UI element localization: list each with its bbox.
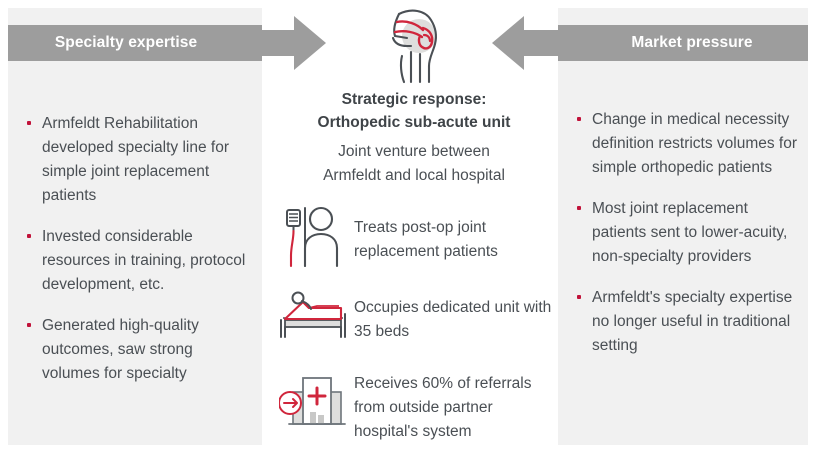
knee-joint-icon [268, 2, 560, 86]
page-subtitle-line-1: Joint venture between [338, 143, 490, 160]
list-item: Armfeldt Rehabilitation developed specia… [26, 112, 248, 208]
list-item-text: Generated high-quality outcomes, saw str… [42, 317, 199, 382]
list-item: Change in medical necessity definition r… [576, 108, 800, 180]
iv-drip-patient-icon [276, 206, 354, 268]
feature-text: Treats post-op joint replacement patient… [354, 219, 498, 260]
list-item-text: Armfeldt Rehabilitation developed specia… [42, 115, 229, 204]
feature-text: Receives 60% of referrals from outside p… [354, 375, 532, 440]
bullet-dot-icon [577, 117, 581, 121]
feature-row: Treats post-op joint replacement patient… [276, 206, 560, 268]
left-panel-header-label: Specialty expertise [54, 34, 198, 51]
page-subtitle: Joint venture between Armfeldt and local… [268, 140, 560, 188]
arrow-left-pointing-icon [492, 16, 578, 70]
feature-row: Occupies dedicated unit with 35 beds [276, 288, 560, 344]
list-item-text: Armfeldt's specialty expertise no longer… [592, 289, 793, 354]
arrow-right-pointing-icon [240, 16, 326, 70]
feature-row: Receives 60% of referrals from outside p… [276, 370, 560, 444]
list-item-text: Invested considerable resources in train… [42, 228, 246, 293]
bullet-dot-icon [27, 121, 31, 125]
feature-text: Occupies dedicated unit with 35 beds [354, 299, 552, 340]
right-panel-bullet-list: Change in medical necessity definition r… [558, 108, 808, 358]
right-panel-header-label: Market pressure [631, 34, 753, 51]
hospital-building-referral-icon [276, 370, 354, 432]
right-panel-header-bar: Market pressure [558, 25, 808, 61]
page-title-line-2: Orthopedic sub-acute unit [317, 114, 511, 131]
center-column: Strategic response: Orthopedic sub-acute… [268, 0, 560, 453]
list-item-text: Change in medical necessity definition r… [592, 111, 798, 176]
list-item: Armfeldt's specialty expertise no longer… [576, 286, 800, 358]
bullet-dot-icon [577, 206, 581, 210]
list-item-text: Most joint replacement patients sent to … [592, 200, 788, 265]
bullet-dot-icon [27, 323, 31, 327]
list-item: Invested considerable resources in train… [26, 225, 248, 297]
right-panel [558, 8, 808, 445]
hospital-bed-icon [276, 288, 354, 340]
list-item: Most joint replacement patients sent to … [576, 197, 800, 269]
left-panel-bullet-list: Armfeldt Rehabilitation developed specia… [8, 112, 262, 386]
left-panel-header-bar: Specialty expertise [8, 25, 262, 61]
page-title-line-1: Strategic response: [341, 91, 487, 108]
bullet-dot-icon [27, 234, 31, 238]
page-title: Strategic response: Orthopedic sub-acute… [268, 88, 560, 134]
list-item: Generated high-quality outcomes, saw str… [26, 314, 248, 386]
page-subtitle-line-2: Armfeldt and local hospital [323, 167, 505, 184]
bullet-dot-icon [577, 295, 581, 299]
left-panel [8, 8, 262, 445]
